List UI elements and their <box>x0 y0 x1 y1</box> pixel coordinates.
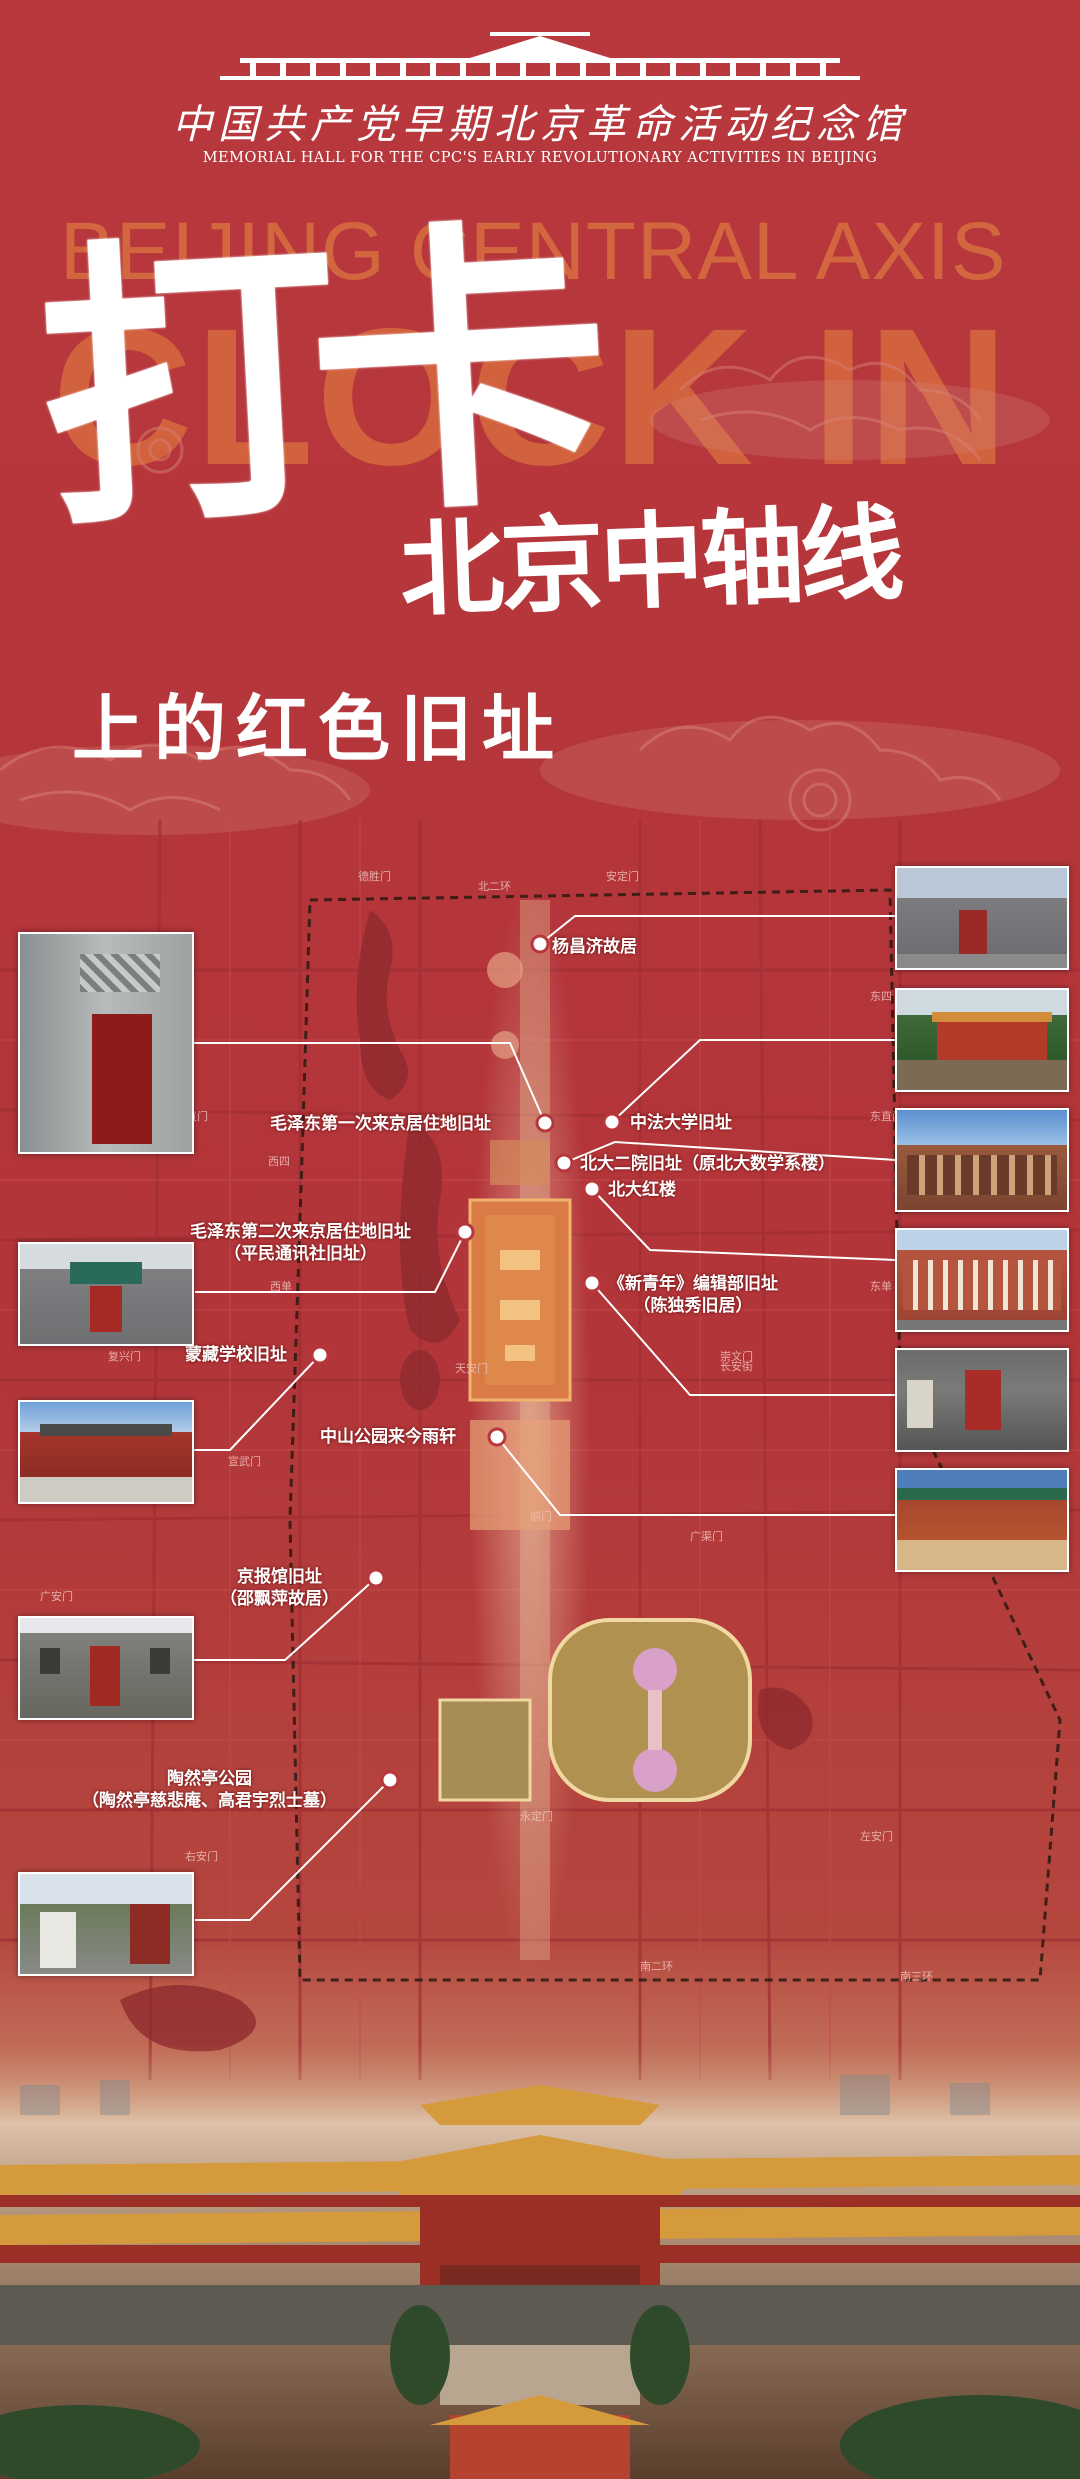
windows <box>907 1155 1057 1195</box>
org-name-en: MEMORIAL HALL FOR THE CPC'S EARLY REVOLU… <box>202 150 878 166</box>
site-photo-pku-red-building <box>895 1228 1069 1332</box>
svg-text:广安门: 广安门 <box>40 1589 73 1603</box>
site-label-name: 京报馆旧址 <box>237 1567 322 1587</box>
svg-text:德胜门: 德胜门 <box>358 869 391 883</box>
site-label-taoranting: 陶然亭公园 （陶然亭慈悲庵、高君宇烈士墓） <box>82 1768 337 1812</box>
svg-text:安定门: 安定门 <box>606 869 639 883</box>
site-label-name: 毛泽东第二次来京居住地旧址 <box>190 1222 411 1242</box>
site-label-yang-changji: 杨昌济故居 <box>552 937 637 957</box>
memorial-hall-logo-icon <box>220 32 860 80</box>
svg-text:长安街: 长安街 <box>720 1359 753 1373</box>
svg-text:南二环: 南二环 <box>640 1960 673 1973</box>
svg-text:天安门: 天安门 <box>455 1361 488 1375</box>
header: 中国共产党早期北京革命活动纪念馆 MEMORIAL HALL FOR THE C… <box>0 0 1080 180</box>
site-label-note: （陶然亭慈悲庵、高君宇烈士墓） <box>82 1791 337 1811</box>
site-label-mao-second-residence: 毛泽东第二次来京居住地旧址 （平民通讯社旧址） <box>190 1221 411 1265</box>
svg-text:西单: 西单 <box>270 1280 292 1293</box>
site-label-name: 陶然亭公园 <box>167 1769 252 1789</box>
svg-text:永定门: 永定门 <box>520 1809 553 1823</box>
svg-text:广渠门: 广渠门 <box>690 1529 723 1543</box>
cloud-decoration <box>0 355 1060 835</box>
site-label-note: （平民通讯社旧址） <box>224 1244 377 1264</box>
svg-text:东四: 东四 <box>870 990 892 1003</box>
site-photo-mongolian-tibetan-school <box>18 1400 194 1504</box>
site-photo-new-youth <box>895 1348 1069 1452</box>
red-door <box>959 910 987 960</box>
site-label-pku-second-yard: 北大二院旧址（原北大数学系楼） <box>580 1154 835 1174</box>
red-door <box>92 1014 152 1144</box>
plaque <box>907 1380 933 1428</box>
red-gate <box>965 1370 1001 1430</box>
svg-text:南三环: 南三环 <box>900 1970 933 1983</box>
lattice-window <box>80 954 160 992</box>
red-door <box>90 1646 120 1706</box>
site-label-name: 《新青年》编辑部旧址 <box>608 1274 778 1294</box>
site-label-pku-red-building: 北大红楼 <box>608 1180 676 1200</box>
site-photo-yang-changji <box>895 866 1069 970</box>
window <box>40 1648 60 1674</box>
roof <box>40 1424 172 1436</box>
site-photo-mao-second-residence <box>18 1242 194 1346</box>
painted-gate-roof <box>70 1262 142 1284</box>
svg-text:左安门: 左安门 <box>860 1829 893 1843</box>
red-door <box>90 1286 122 1332</box>
site-label-note: （陈独秀旧居） <box>633 1296 753 1316</box>
svg-text:西四: 西四 <box>268 1155 290 1168</box>
forbidden-city-panorama <box>0 2045 1080 2479</box>
svg-text:前门: 前门 <box>530 1509 552 1523</box>
bg-title-line1: BEIJING CENTRAL AXIS <box>60 206 1007 297</box>
svg-text:右安门: 右安门 <box>185 1849 218 1863</box>
site-label-sino-french-university: 中法大学旧址 <box>630 1113 732 1133</box>
site-photo-mao-first-residence <box>18 932 194 1154</box>
ground <box>897 954 1067 968</box>
site-photo-taoranting <box>18 1872 194 1976</box>
svg-text:宣武门: 宣武门 <box>228 1454 261 1468</box>
site-label-new-youth: 《新青年》编辑部旧址 （陈独秀旧居） <box>608 1273 778 1317</box>
site-label-mongolian-tibetan-school: 蒙藏学校旧址 <box>185 1345 287 1365</box>
window <box>150 1648 170 1674</box>
site-photo-jingbao <box>18 1616 194 1720</box>
roof <box>932 1012 1052 1022</box>
svg-text:复兴门: 复兴门 <box>108 1349 141 1363</box>
bg-title-line2: CLOCK IN <box>52 288 1011 506</box>
site-photo-sino-french-university <box>895 988 1069 1092</box>
stone-tablet <box>40 1912 76 1968</box>
svg-text:崇文门: 崇文门 <box>720 1349 753 1363</box>
site-label-jingbao: 京报馆旧址 （邵飘萍故居） <box>220 1566 339 1610</box>
svg-text:东直门: 东直门 <box>870 1109 903 1123</box>
building <box>130 1904 170 1964</box>
red-building <box>937 1020 1047 1060</box>
svg-text:北二环: 北二环 <box>478 880 511 893</box>
org-name-cn: 中国共产党早期北京革命活动纪念馆 <box>172 102 908 148</box>
windows <box>903 1260 1061 1310</box>
site-label-zhongshan-park: 中山公园来今雨轩 <box>320 1427 456 1447</box>
site-photo-pku-second-yard <box>895 1108 1069 1212</box>
title-subtitle: 上的红色旧址 <box>72 687 565 771</box>
site-label-note: （邵飘萍故居） <box>220 1589 339 1609</box>
painted-eaves <box>897 1488 1067 1500</box>
site-photo-zhongshan-park <box>895 1468 1069 1572</box>
site-label-mao-first-residence: 毛泽东第一次来京居住地旧址 <box>270 1114 491 1134</box>
svg-text:东单: 东单 <box>870 1280 892 1293</box>
